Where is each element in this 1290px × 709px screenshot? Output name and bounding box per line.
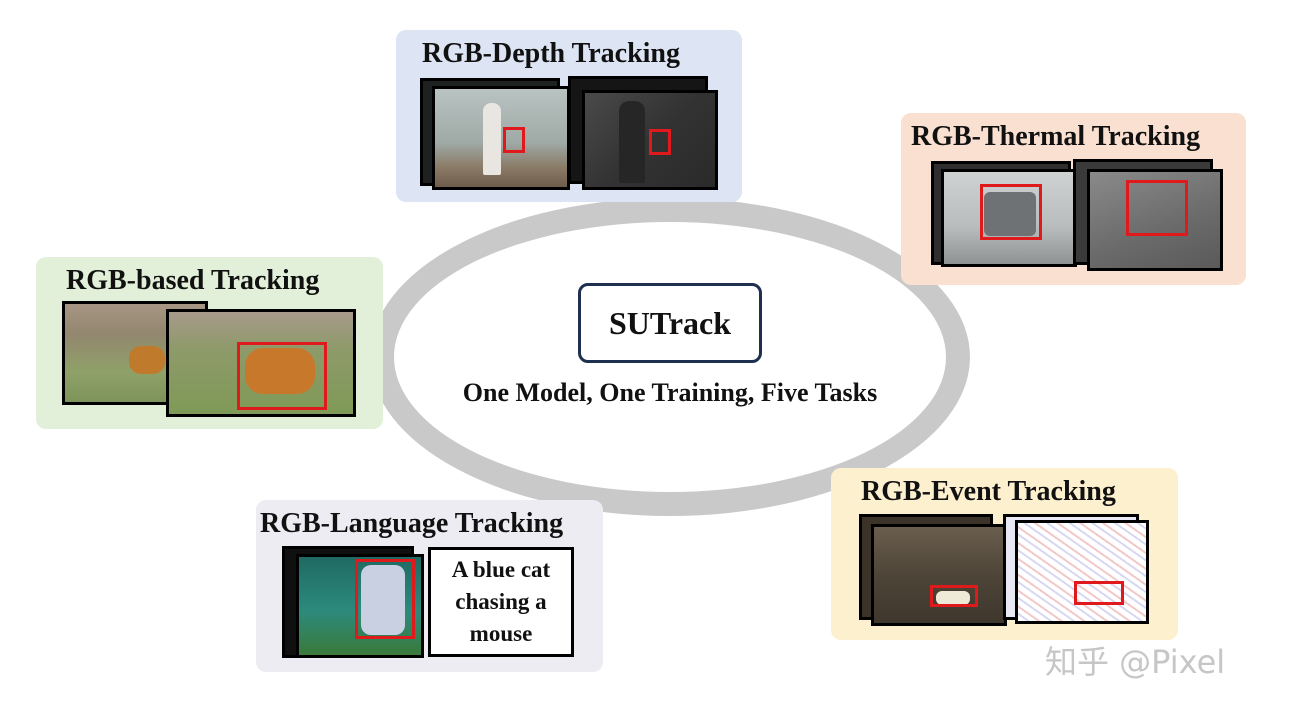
panel-title-language: RGB-Language Tracking xyxy=(260,508,564,539)
language-text-line-1: A blue cat xyxy=(451,557,551,582)
rgb-frame xyxy=(166,309,356,417)
depth-map-frame xyxy=(582,90,718,190)
rgb-bbox xyxy=(237,342,327,410)
watermark: 知乎 @Pixel xyxy=(1045,643,1226,681)
event-rgb-frame xyxy=(871,524,1007,626)
sutrack-title: SUTrack xyxy=(608,304,732,341)
panel-title-rgb: RGB-based Tracking xyxy=(66,265,320,296)
thermal-rgb-bbox xyxy=(980,184,1042,240)
depth-rgb-bbox xyxy=(503,127,525,153)
depth-rgb-frame xyxy=(432,86,570,190)
panel-title-depth: RGB-Depth Tracking xyxy=(422,38,680,69)
cat-shape xyxy=(361,565,405,635)
panel-title-thermal: RGB-Thermal Tracking xyxy=(911,121,1201,152)
thermal-map-bbox xyxy=(1126,180,1188,236)
van-shape xyxy=(984,192,1036,236)
language-text-line-3: mouse xyxy=(469,621,533,646)
tagline: One Model, One Training, Five Tasks xyxy=(462,378,878,407)
thermal-rgb-frame xyxy=(941,169,1077,267)
language-description: A blue cat chasing a mouse xyxy=(428,547,574,657)
sutrack-box: SUTrack xyxy=(578,283,762,363)
depth-silhouette xyxy=(619,101,645,183)
thermal-map-frame xyxy=(1087,169,1223,271)
panel-rgb-based: RGB-based Tracking xyxy=(36,257,383,429)
panel-title-event: RGB-Event Tracking xyxy=(861,476,1116,507)
panel-rgb-thermal: RGB-Thermal Tracking xyxy=(901,113,1246,285)
event-rgb-bbox xyxy=(930,585,978,607)
person-figure xyxy=(483,103,501,175)
language-bbox xyxy=(355,559,415,639)
depth-map-bbox xyxy=(649,129,671,155)
panel-rgb-event: RGB-Event Tracking xyxy=(831,468,1178,640)
panel-rgb-depth: RGB-Depth Tracking xyxy=(396,30,742,202)
event-map-bbox xyxy=(1074,581,1124,605)
car-shape xyxy=(936,591,970,605)
language-text-line-2: chasing a xyxy=(455,589,547,614)
tiger-back xyxy=(129,346,165,374)
tiger-front xyxy=(245,348,315,394)
language-frame xyxy=(296,554,424,658)
event-map-frame xyxy=(1015,520,1149,624)
